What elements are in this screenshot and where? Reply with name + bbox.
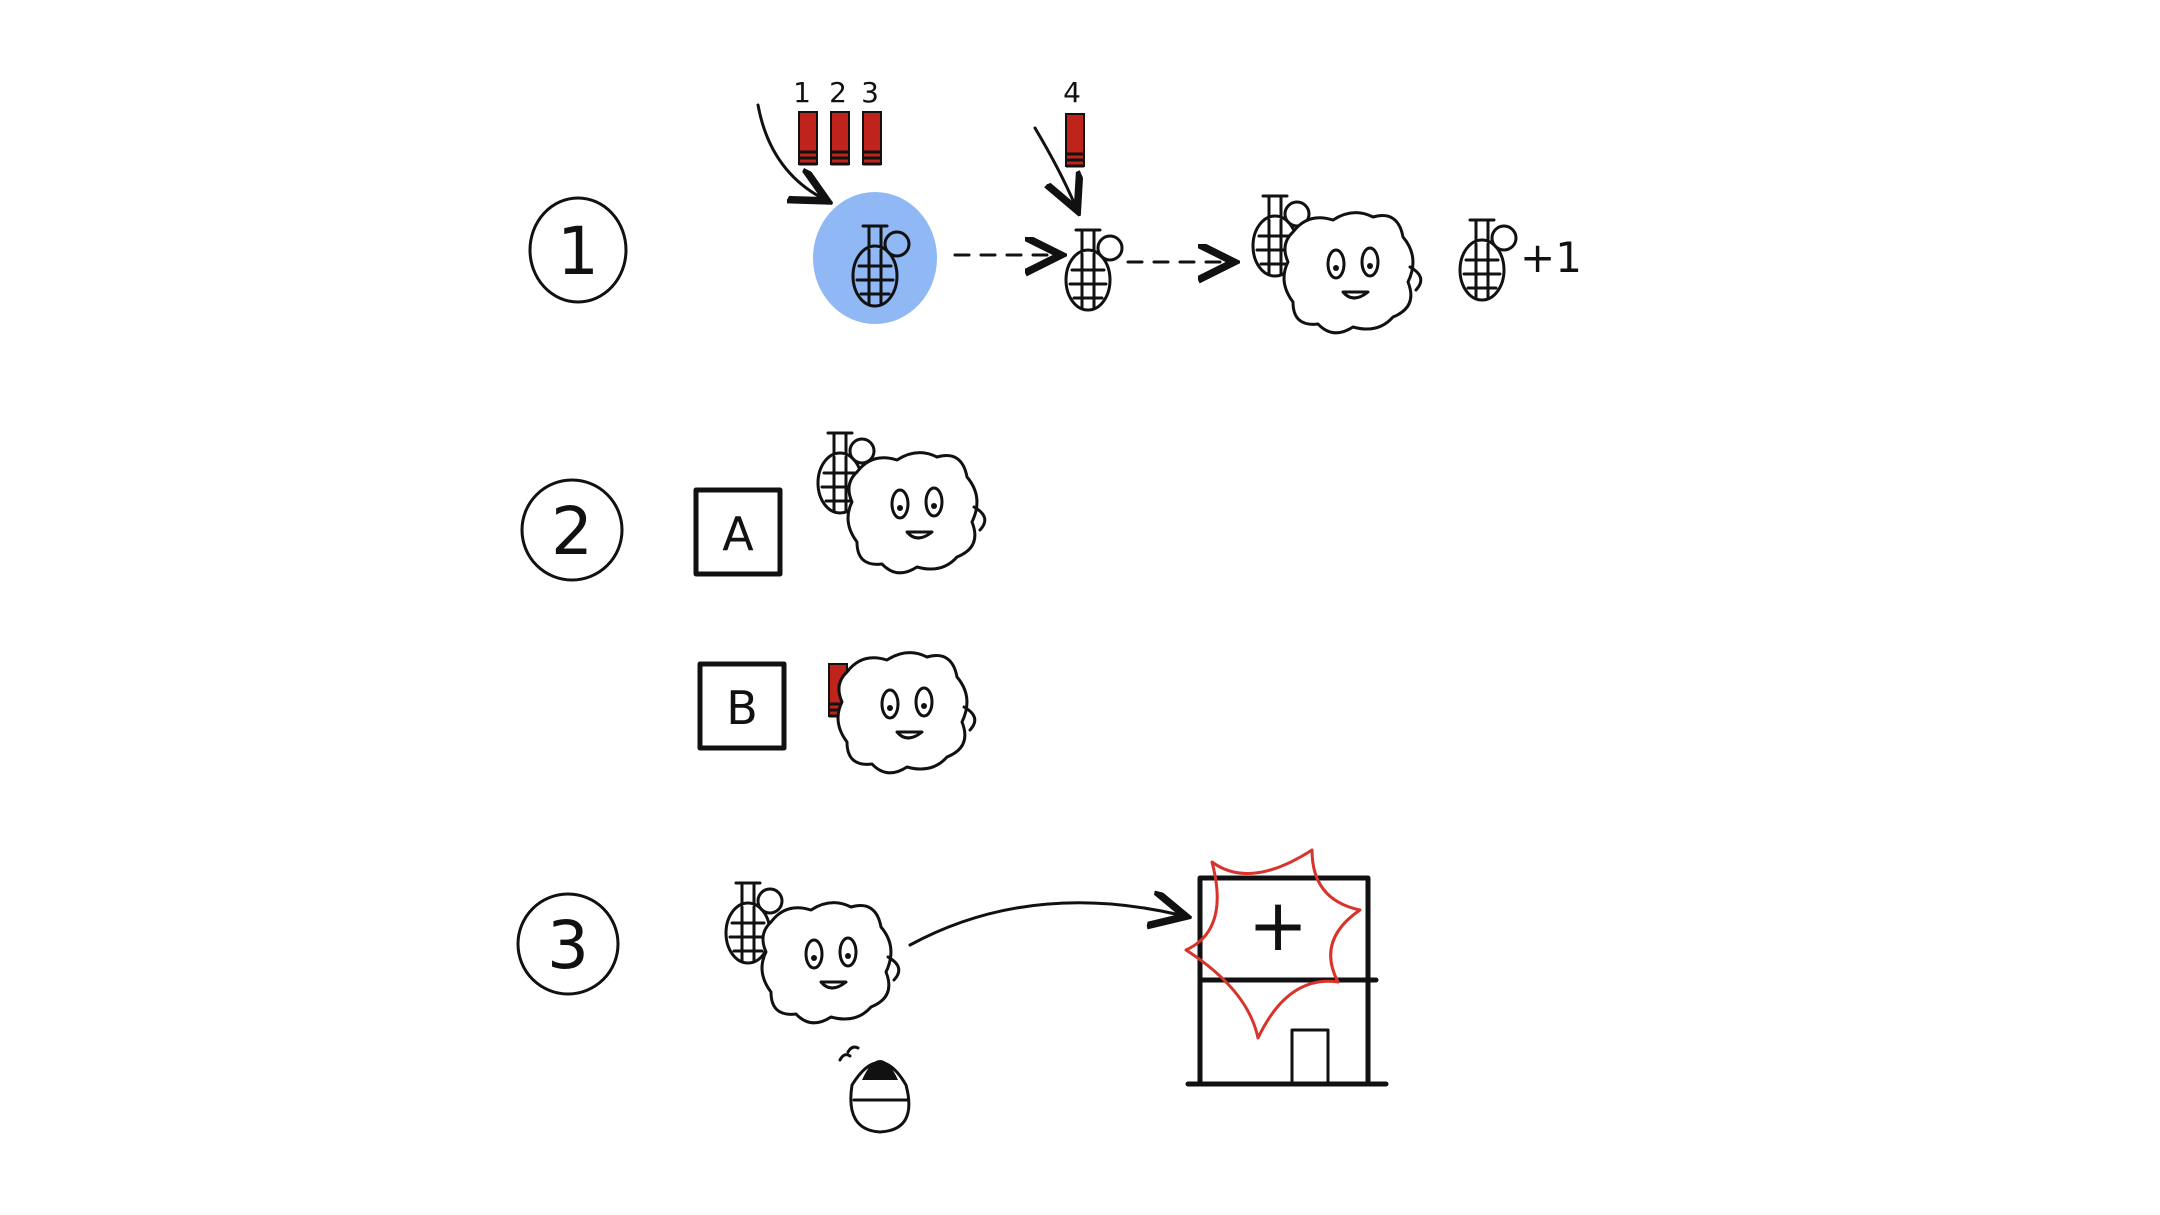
step-3-number: 3 xyxy=(547,907,589,984)
grenade-icon xyxy=(1064,228,1124,312)
box-b-label: B xyxy=(726,681,758,735)
card-number-2: 2 xyxy=(829,76,847,109)
score-text: +1 xyxy=(1520,233,1582,282)
hospital-symbol: + xyxy=(1248,883,1308,967)
step-3-row: 3 + xyxy=(516,848,1389,1134)
step-1-number: 1 xyxy=(557,213,599,290)
box-b xyxy=(697,661,787,751)
blob-character-icon xyxy=(846,451,987,575)
red-card-icon xyxy=(797,110,819,166)
card-number-4: 4 xyxy=(1063,76,1081,109)
burst-outline xyxy=(1184,848,1362,1040)
red-card-icon xyxy=(861,110,883,166)
box-a xyxy=(693,487,783,577)
step-2-circle xyxy=(520,478,624,582)
box-a-label: A xyxy=(722,507,754,561)
grenade-highlight xyxy=(813,192,937,324)
step-2-number: 2 xyxy=(551,493,593,570)
red-card-icon xyxy=(829,110,851,166)
step-1-circle xyxy=(528,196,628,304)
card-group-1-2-3: 1 2 3 xyxy=(793,76,883,166)
step-2-row: 2 A B xyxy=(520,431,987,775)
card-number-3: 3 xyxy=(861,76,879,109)
card-number-1: 1 xyxy=(793,76,811,109)
step-3-circle xyxy=(516,892,620,996)
grenade-icon xyxy=(1458,218,1518,302)
blob-character-icon xyxy=(760,901,901,1025)
arrow-icon xyxy=(1033,126,1075,205)
step-1-row: 1 1 2 3 4 +1 xyxy=(528,76,1582,335)
hospital-building-icon: + xyxy=(1185,875,1389,1087)
red-card-icon xyxy=(1064,112,1086,168)
blob-character-icon xyxy=(1282,211,1423,335)
blob-character-icon xyxy=(836,651,977,775)
arrow-icon xyxy=(756,103,822,198)
arrow-icon xyxy=(908,903,1180,947)
egg-icon xyxy=(838,1045,911,1134)
